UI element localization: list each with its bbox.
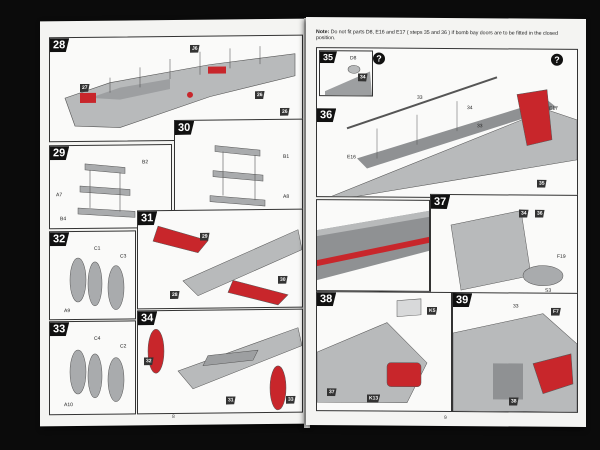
help-icon: ? (373, 52, 385, 65)
part-label: 34 (467, 105, 473, 112)
part-label: 35 (539, 180, 545, 187)
note-text: Do not fit parts D8, E16 and E17 ( steps… (316, 29, 558, 42)
tail-assembly-drawing (147, 327, 302, 411)
part-label: C4 (94, 335, 101, 342)
cockpit-drawing (317, 298, 428, 403)
part-label: 30 (280, 276, 286, 283)
bomb-bay-fuselage-drawing (326, 76, 577, 198)
step-33-panel: 33 C4 C2 A10 (49, 320, 136, 416)
bomb-bay-interior-drawing (317, 210, 429, 281)
nose-section-drawing (450, 210, 564, 291)
part-label: K13 (369, 395, 379, 402)
part-label: 37 (329, 389, 335, 396)
part-label: B1 (283, 153, 290, 160)
part-label: 34 (521, 210, 527, 217)
part-label: C3 (120, 253, 127, 260)
page-number: 9 (444, 414, 447, 422)
part-label: K5 (429, 307, 436, 314)
part-label: 33 (513, 303, 519, 310)
part-label: A8 (283, 193, 290, 200)
cockpit-interior-drawing (453, 313, 577, 412)
rear-fuselage-drawing (152, 225, 302, 306)
part-label: E16 (347, 154, 356, 161)
tailfin-drawing (69, 257, 125, 310)
step-34-panel: 34 32 31 33 (137, 308, 303, 415)
step-38-panel: 38 K5 37 K13 (316, 291, 452, 413)
page-number: 8 (172, 413, 175, 421)
part-label: 31 (228, 397, 234, 404)
part-label: E17 (549, 105, 558, 112)
step-37-panel: 37 34 36 F19 S3 (430, 193, 578, 301)
part-label: 29 (202, 233, 208, 240)
part-label: 38 (511, 398, 517, 405)
part-label: 28 (172, 291, 178, 299)
part-label: 34 (360, 74, 366, 81)
step-32-panel: 32 C1 C3 A9 (49, 230, 136, 321)
part-label: 33 (477, 123, 483, 130)
part-label: 26 (282, 108, 288, 115)
step-39-panel: 39 33 F7 38 (452, 292, 578, 413)
part-label: B4 (60, 216, 67, 223)
part-label: F7 (553, 308, 559, 315)
note-label: Note: (316, 29, 330, 36)
part-label: B2 (142, 159, 149, 166)
step-30-panel: 30 B1 A8 B3 (174, 118, 303, 228)
bomb-bay-frame-drawing (77, 163, 136, 218)
part-label: C1 (94, 245, 101, 252)
part-label: A10 (64, 402, 73, 409)
part-label: 36 (537, 210, 543, 217)
step-29-panel: 29 B2 A7 B4 (49, 144, 172, 230)
bomb-bay-frame-drawing (209, 145, 266, 207)
step-35-inset: 35 D8 34 (319, 50, 373, 97)
step-36-panel: 36 E17 E16 33 33 34 35 35 D8 34 ? ? (316, 47, 578, 199)
part-label: A9 (64, 308, 71, 315)
hinge-detail-drawing (325, 65, 372, 96)
bomb-bay-detail-panel (316, 199, 430, 292)
fuselage-half-drawing (64, 46, 296, 128)
tailfin-drawing (69, 349, 125, 402)
part-label: 33 (288, 396, 294, 403)
step-28-panel: 28 27 26 26 J6 (49, 34, 303, 143)
step-31-panel: 31 29 28 30 (137, 208, 303, 310)
right-page: Note: Do not fit parts D8, E16 and E17 (… (306, 17, 586, 427)
left-page: 28 27 26 26 J6 29 B2 A7 B4 (40, 18, 308, 427)
part-label: 32 (146, 358, 152, 365)
part-label: D8 (350, 55, 357, 62)
help-icon: ? (551, 53, 563, 66)
part-label: 33 (417, 94, 423, 101)
part-label: 26 (257, 92, 263, 99)
part-label: A7 (56, 192, 63, 199)
part-label: C2 (120, 343, 127, 350)
assembly-note: Note: Do not fit parts D8, E16 and E17 (… (316, 29, 576, 43)
part-label: 27 (82, 84, 88, 91)
part-label: F19 (557, 253, 566, 260)
part-label: J6 (192, 45, 198, 52)
